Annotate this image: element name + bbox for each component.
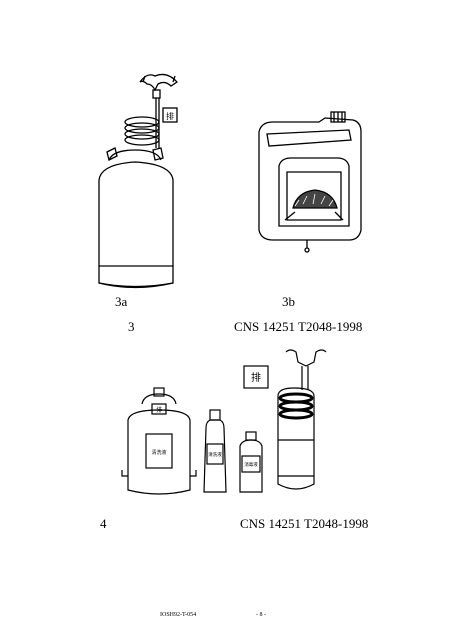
figure-4-caption-number: 4 <box>100 516 107 531</box>
figure-4-bottle-1-label: 清洗液 <box>208 451 222 458</box>
figure-3b-label: 3b <box>282 294 295 309</box>
footer-page-number: - 8 - <box>256 612 266 618</box>
figure-4-tank-label: 清洗液 <box>151 449 166 456</box>
figure-3b-self-contained-eyewash <box>258 111 362 253</box>
figure-3a-pressurized-eyewash: 排 <box>98 73 178 289</box>
figure-4-portable-eyewash-units: 排 清洗液 清洗液 消毒液 排 <box>121 349 327 495</box>
figure-4-bottle-2-label: 消毒液 <box>244 461 258 468</box>
figure-3a-drain-label: 排 <box>166 111 174 121</box>
figure-3-caption-reference: CNS 14251 T2048-1998 <box>234 319 363 334</box>
figure-4-drain-label: 排 <box>251 371 261 384</box>
footer-document-id: IOSH92-T-054 <box>160 612 197 618</box>
figure-3-caption-number: 3 <box>128 319 135 334</box>
figure-3a-label: 3a <box>115 294 128 309</box>
figure-4-caption-reference: CNS 14251 T2048-1998 <box>240 516 369 531</box>
